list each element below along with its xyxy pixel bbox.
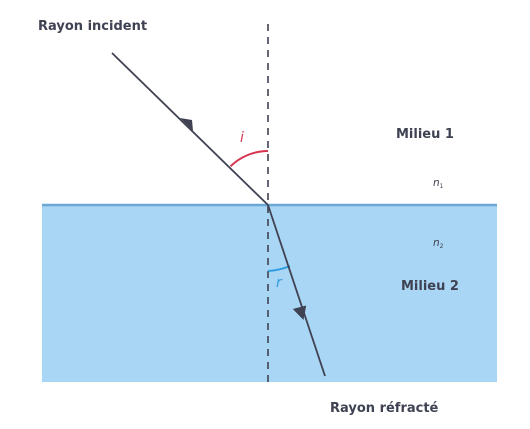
incident-ray-arrowhead xyxy=(180,118,193,131)
medium-1-label: Milieu 1 xyxy=(396,127,454,142)
angle-refraction-label: r xyxy=(276,275,283,291)
n1-symbol: n xyxy=(433,177,440,189)
incident-ray xyxy=(111,52,269,206)
medium-2-label: Milieu 2 xyxy=(401,279,459,294)
angle-incidence-arc xyxy=(229,150,269,168)
refracted-ray-label: Rayon réfracté xyxy=(330,401,439,416)
n2-symbol: n xyxy=(433,237,440,249)
n2-label: n2 xyxy=(433,237,444,250)
incident-ray-label: Rayon incident xyxy=(38,19,147,34)
n1-label: n1 xyxy=(433,177,444,190)
n1-subscript: 1 xyxy=(440,183,444,190)
medium-2-region xyxy=(42,205,497,382)
n2-subscript: 2 xyxy=(440,243,444,250)
angle-incidence-label: i xyxy=(240,130,244,146)
refracted-ray xyxy=(267,204,326,377)
refracted-ray-arrowhead xyxy=(292,305,307,320)
angle-refraction-arc xyxy=(267,265,291,272)
